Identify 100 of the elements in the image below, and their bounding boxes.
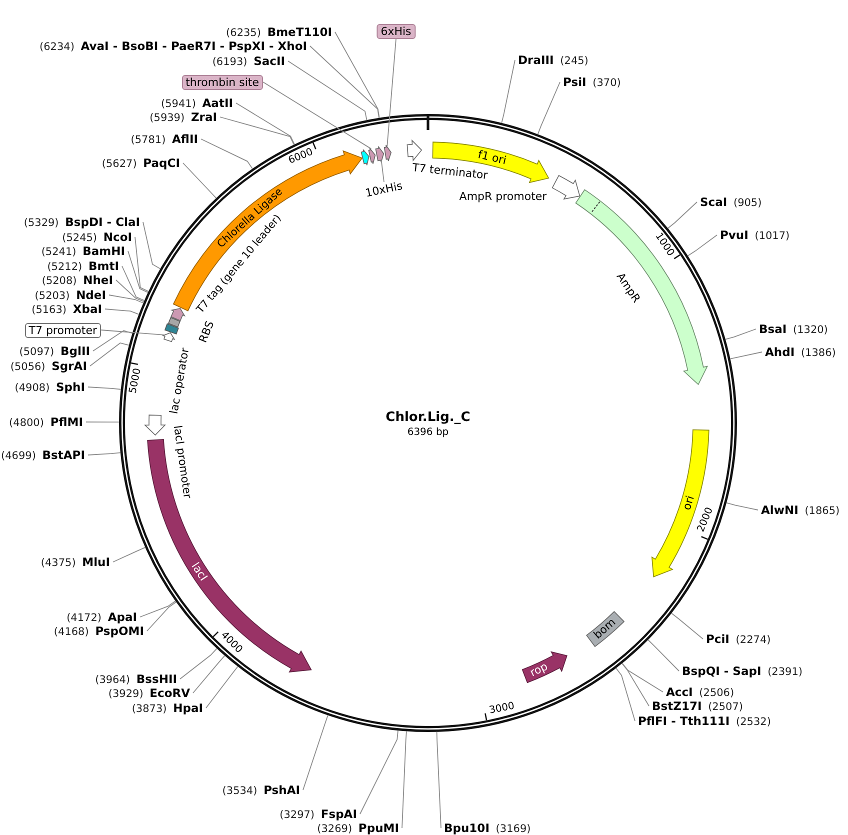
restriction-site-label: (3534) PshAI	[222, 783, 303, 797]
restriction-site-label: BsaI (1320)	[756, 322, 828, 336]
feature-tag: thrombin site	[182, 74, 263, 90]
restriction-site-label: Bpu10I (3169)	[441, 821, 531, 835]
scale-label: 6000	[286, 146, 315, 168]
leader-line	[671, 612, 704, 640]
leader-line	[622, 662, 664, 692]
restriction-site-label: (4168) PspOMI	[54, 624, 147, 638]
restriction-site-label: (3269) PpuMI	[317, 821, 402, 835]
feature-label: lacI promoter	[171, 424, 194, 500]
leader-line	[616, 668, 636, 722]
restriction-site-label: (5056) SgrAI	[10, 359, 90, 373]
leader-line	[436, 731, 442, 828]
scale-label: 5000	[126, 367, 144, 396]
restriction-site-label: PflFI - Tth111I (2532)	[635, 714, 771, 728]
restriction-site-label: AhdI (1386)	[762, 345, 836, 359]
restriction-site-label: DraIII (245)	[515, 53, 588, 67]
restriction-site-label: (6193) SacII	[212, 54, 288, 68]
restriction-site-label: AccI (2506)	[663, 685, 734, 699]
restriction-site-label: (3929) EcoRV	[108, 686, 193, 700]
restriction-site-label: (4908) SphI	[14, 380, 88, 394]
leader-line	[302, 714, 328, 790]
leader-line	[288, 60, 368, 121]
leader-line	[725, 328, 756, 340]
leader-line	[262, 82, 372, 150]
leader-line	[146, 602, 177, 632]
leader-line	[687, 234, 718, 256]
leader-line	[667, 202, 698, 229]
leader-line	[220, 116, 294, 146]
leader-line	[537, 82, 560, 135]
feature-label: lac operator	[168, 347, 192, 416]
leader-line	[501, 60, 516, 124]
restriction-site-label: BspQI - SapI (2391)	[679, 664, 802, 678]
restriction-site-label: PsiI (370)	[560, 75, 621, 89]
leader-line	[622, 663, 650, 706]
restriction-site-label: (6235) BmeT110I	[226, 25, 335, 39]
leader-line	[730, 352, 762, 360]
restriction-site-label: (5097) BglII	[19, 344, 93, 358]
leader-line	[90, 342, 130, 366]
restriction-site-label: (3964) BssHII	[95, 672, 180, 686]
restriction-site-label: (5245) NcoI	[62, 230, 135, 244]
restriction-site-label: AlwNI (1865)	[758, 503, 840, 517]
leader-line	[648, 639, 680, 672]
restriction-site-label: BstZ17I (2507)	[649, 699, 743, 713]
feature-label: bom	[592, 616, 618, 642]
feature-label: RBS	[197, 320, 217, 345]
restriction-site-label: (5163) XbaI	[32, 302, 105, 316]
leader-line	[134, 236, 149, 292]
feature-label: AmpR promoter	[459, 191, 547, 203]
leader-line	[88, 452, 121, 456]
leader-line	[86, 422, 120, 423]
restriction-site-label: (5212) BmtI	[47, 259, 122, 273]
leader-line	[380, 160, 384, 182]
leader-line	[310, 46, 380, 118]
restriction-site-label: (5627) PaqCI	[102, 156, 183, 170]
restriction-site-label: PvuI (1017)	[717, 228, 790, 242]
leader-line	[206, 666, 238, 708]
restriction-site-label: PciI (2274)	[703, 632, 771, 646]
leader-line	[334, 32, 380, 118]
leader-line	[142, 222, 161, 270]
feature-label: rop	[528, 660, 550, 680]
feature-label: ori	[681, 494, 697, 512]
feature-tag: T7 promoter	[24, 322, 101, 338]
restriction-site-label: (4172) ApaI	[66, 610, 140, 624]
restriction-site-label: (5208) NheI	[42, 273, 116, 287]
scale-label: 2000	[695, 506, 717, 535]
restriction-site-label: (4375) MluI	[40, 555, 113, 569]
scale-label: 3000	[488, 699, 516, 718]
leader-line	[140, 600, 176, 618]
restriction-site-label: (4800) PflMI	[9, 415, 86, 429]
feature-label: 10xHis	[364, 180, 404, 200]
leader-line	[116, 280, 144, 302]
feature-tag: 6xHis	[376, 24, 416, 39]
restriction-site-label: (5241) BamHI	[41, 244, 128, 258]
restriction-site-label: (3297) FspAI	[280, 807, 360, 821]
leader-line	[108, 294, 144, 304]
leader-line	[386, 38, 396, 146]
leader-line	[402, 730, 407, 828]
restriction-site-label: (5329) BspDI - ClaI	[24, 215, 143, 229]
leader-line	[236, 102, 295, 145]
plasmid-name: Chlor.Lig._C	[386, 411, 470, 425]
leader-line	[180, 648, 218, 680]
restriction-site-label: ScaI (905)	[697, 195, 762, 209]
leader-line	[104, 308, 140, 315]
restriction-site-label: (3873) HpaI	[132, 701, 206, 715]
restriction-site-label: (6234) AvaI - BsoBI - PaeR7I - PspXI - XhoI	[40, 39, 310, 53]
restriction-site-label: (5939) ZraI	[150, 110, 220, 124]
leader-line	[128, 250, 148, 293]
restriction-site-label: (5941) AatII	[161, 96, 236, 110]
leader-line	[122, 266, 145, 301]
leader-line	[100, 330, 165, 336]
leader-line	[360, 730, 398, 814]
leader-line	[112, 547, 146, 562]
sequence-length: 6396 bp	[407, 426, 449, 440]
leader-line	[182, 162, 217, 198]
restriction-site-label: (5203) NdeI	[34, 288, 109, 302]
restriction-site-label: (4699) BstAPI	[1, 448, 88, 462]
leader-line	[192, 655, 226, 694]
leader-line	[200, 138, 253, 170]
leader-line	[88, 386, 122, 390]
